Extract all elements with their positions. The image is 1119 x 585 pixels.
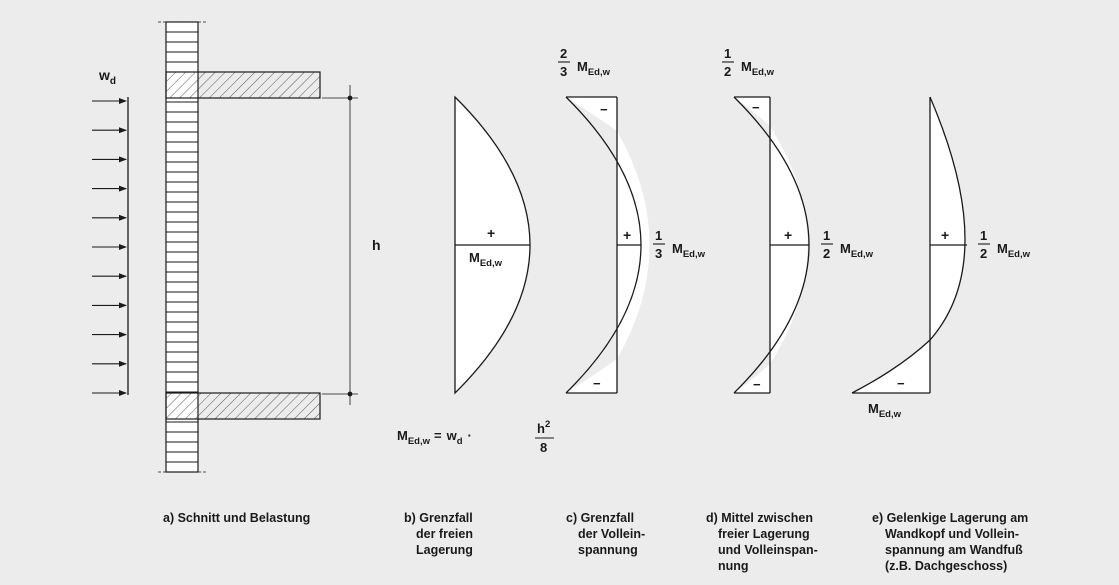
caption-line: e) Gelenkige Lagerung am <box>872 511 1029 525</box>
minus-sign-e: − <box>897 376 905 391</box>
fraction-denominator: 2 <box>724 64 731 79</box>
diagram-e: + − 1 2 MEd,w MEd,w <box>851 96 1031 420</box>
minus-sign-c-bottom: − <box>593 376 601 391</box>
caption-line: a) Schnitt und Belastung <box>163 511 311 525</box>
caption-line: b) Grenzfall <box>404 511 473 525</box>
dimension-dot-bottom <box>347 391 353 397</box>
caption-d: d) Mittel zwischen freier Lagerung und V… <box>706 510 818 574</box>
caption-e: e) Gelenkige Lagerung am Wandkopf und Vo… <box>872 510 1028 574</box>
height-dimension: h <box>322 85 381 405</box>
moment-label-e-bottom: MEd,w <box>868 401 902 420</box>
label-d-mid: 1 2 MEd,w <box>821 228 874 261</box>
moment-label-b: MEd,w <box>469 250 503 269</box>
load-label: wd <box>98 67 116 87</box>
fraction-numerator: 1 <box>823 228 830 243</box>
minus-sign-d-top: − <box>752 100 760 115</box>
wall-section <box>158 21 321 473</box>
fraction-denominator: 2 <box>823 246 830 261</box>
caption-line: c) Grenzfall <box>566 511 635 525</box>
fraction-numerator: 2 <box>560 46 567 61</box>
moment-symbol: MEd,w <box>577 59 611 78</box>
caption-line: der freien <box>416 527 473 541</box>
caption-line: Wandkopf und Vollein- <box>885 527 1020 541</box>
caption-line: spannung am Wandfuß <box>885 543 1023 557</box>
fraction-denominator: 2 <box>980 246 987 261</box>
minus-sign-d-bottom: − <box>753 377 761 392</box>
moment-symbol: MEd,w <box>840 241 874 260</box>
plus-sign-d: + <box>784 227 792 243</box>
plus-sign-b: + <box>487 225 495 241</box>
top-slab <box>165 71 321 99</box>
masonry-courses <box>166 31 198 463</box>
moment-symbol: MEd,w <box>997 241 1031 260</box>
moment-formula: MEd,w=wd· h2 8 <box>397 419 554 455</box>
caption-line: nung <box>718 559 749 573</box>
fraction-denominator: 3 <box>655 246 662 261</box>
moment-symbol: MEd,w <box>741 59 775 78</box>
negative-area-d-bottom <box>734 364 770 393</box>
moment-symbol: MEd,w <box>672 241 706 260</box>
label-c-mid: 1 3 MEd,w <box>653 228 706 261</box>
caption-line: d) Mittel zwischen <box>706 511 813 525</box>
caption-c: c) Grenzfall der Vollein- spannung <box>566 510 645 558</box>
caption-b: b) Grenzfall der freien Lagerung <box>404 510 473 558</box>
caption-a: a) Schnitt und Belastung <box>163 510 310 526</box>
formula-lhs: MEd,w=wd· <box>397 428 472 447</box>
wind-load: wd <box>92 67 129 396</box>
caption-line: freier Lagerung <box>718 527 810 541</box>
caption-line: und Volleinspan- <box>718 543 818 557</box>
negative-area-c-bottom <box>566 359 617 393</box>
caption-line: spannung <box>578 543 638 557</box>
fraction-numerator: 1 <box>724 46 731 61</box>
fraction-denominator: 3 <box>560 64 567 79</box>
caption-line: (z.B. Dachgeschoss) <box>885 559 1008 573</box>
diagram-c: − − + 2 3 MEd,w 1 3 MEd,w <box>558 46 706 394</box>
bottom-slab <box>165 392 321 420</box>
label-d-top: 1 2 MEd,w <box>722 46 775 79</box>
fraction-numerator: 1 <box>655 228 662 243</box>
negative-area-d-top <box>734 97 770 126</box>
moment-curve-e <box>851 96 966 394</box>
minus-sign-c-top: − <box>600 102 608 117</box>
dimension-dot-top <box>347 95 353 101</box>
diagram-b: + MEd,w <box>454 95 531 395</box>
fraction-numerator: 1 <box>980 228 987 243</box>
caption-line: Lagerung <box>416 543 473 557</box>
negative-area-c-top <box>566 97 617 131</box>
diagram-d: − − + 1 2 MEd,w 1 2 MEd,w <box>722 46 874 394</box>
plus-sign-e: + <box>941 227 949 243</box>
caption-line: der Vollein- <box>578 527 646 541</box>
moment-fill-e-top <box>930 97 965 340</box>
label-c-top: 2 3 MEd,w <box>558 46 611 79</box>
height-label: h <box>372 237 381 253</box>
label-e-mid: 1 2 MEd,w <box>978 228 1031 261</box>
formula-numerator: h2 <box>537 419 550 436</box>
plus-sign-c: + <box>623 227 631 243</box>
formula-denominator: 8 <box>540 440 547 455</box>
load-arrows <box>92 98 127 396</box>
